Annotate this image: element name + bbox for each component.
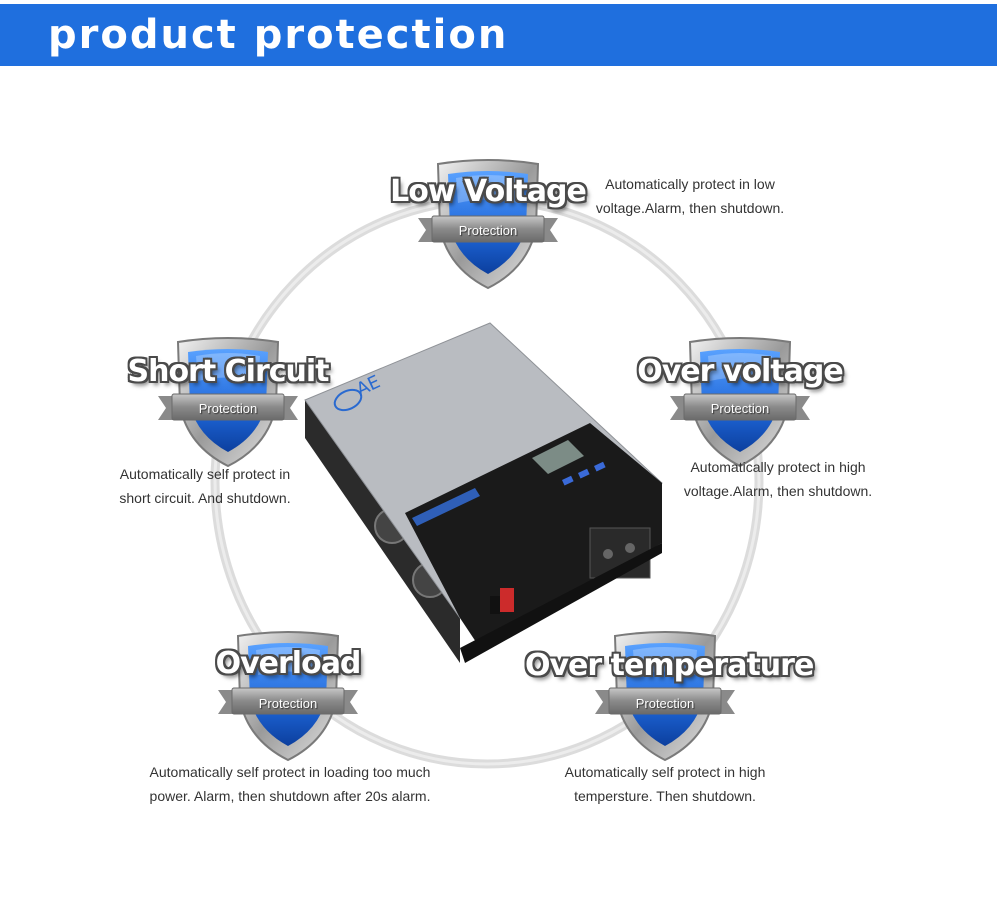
protection-desc-over-voltage: Automatically protect in high voltage.Al… [668, 455, 888, 503]
protection-over-voltage: Over voltage Protection [620, 336, 860, 476]
protection-title: Short Circuit [127, 354, 329, 389]
desc-line: voltage.Alarm, then shutdown. [595, 200, 785, 216]
desc-line: Automatically protect in low [605, 176, 775, 192]
protection-desc-overload: Automatically self protect in loading to… [130, 760, 450, 808]
desc-line: Automatically self protect in high [564, 764, 766, 780]
shield-icon [158, 337, 298, 468]
ribbon-label: Protection [458, 223, 518, 238]
desc-line: short circuit. And shutdown. [119, 490, 291, 506]
protection-desc-short-circuit: Automatically self protect in short circ… [95, 462, 315, 510]
desc-line: tempersture. Then shutdown. [574, 788, 756, 804]
shield-icon [595, 631, 735, 762]
shield-icon [418, 159, 558, 290]
desc-line: Automatically self protect in [119, 466, 291, 482]
page-title: product protection [48, 12, 509, 58]
desc-line: Automatically self protect in loading to… [149, 764, 431, 780]
protection-overload: Overload Protection [168, 630, 408, 770]
protection-low-voltage: Low Voltage Protection [368, 158, 608, 298]
desc-line: voltage.Alarm, then shutdown. [683, 483, 873, 499]
desc-line: power. Alarm, then shutdown after 20s al… [149, 788, 431, 804]
ribbon-label: Protection [198, 401, 258, 416]
shield-icon [218, 631, 358, 762]
protection-title: Overload [215, 646, 362, 681]
ribbon-label: Protection [258, 696, 318, 711]
protection-title: Low Voltage [390, 174, 587, 209]
protection-desc-low-voltage: Automatically protect in low voltage.Ala… [575, 172, 805, 220]
protection-title: Over voltage [637, 354, 844, 389]
inverter-device-image: AE [304, 322, 663, 663]
protection-short-circuit: Short Circuit Protection [108, 336, 348, 476]
ribbon-label: Protection [635, 696, 695, 711]
protection-desc-over-temperature: Automatically self protect in high tempe… [550, 760, 780, 808]
protection-over-temperature: Over temperature Protection [525, 630, 814, 770]
shield-icon [670, 337, 810, 468]
desc-line: Automatically protect in high [690, 459, 866, 475]
protection-title: Over temperature [525, 648, 814, 683]
header-banner: product protection [0, 4, 997, 66]
ribbon-label: Protection [710, 401, 770, 416]
